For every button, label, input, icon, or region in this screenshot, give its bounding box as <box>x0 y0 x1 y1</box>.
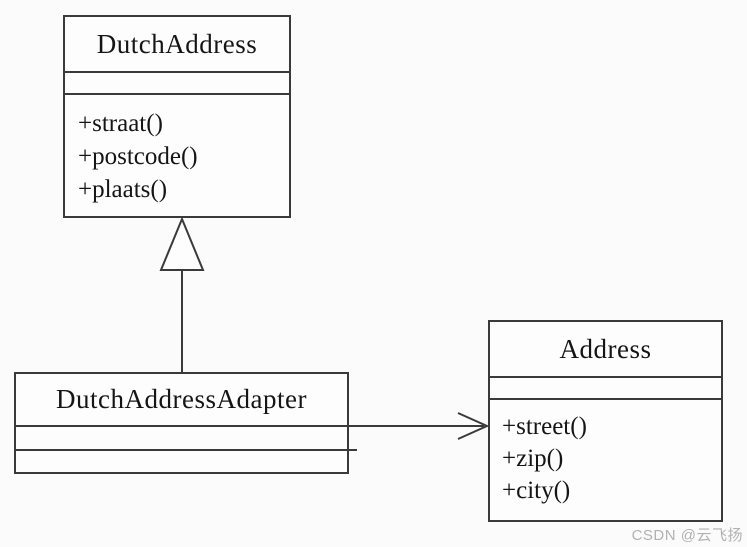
methods-compartment-dutchaddress: +straat() +postcode() +plaats() <box>65 95 289 216</box>
attributes-compartment-dutchaddress <box>65 73 289 95</box>
attributes-compartment-dutchaddressadapter <box>16 427 347 451</box>
class-box-dutchaddress: DutchAddress +straat() +postcode() +plaa… <box>63 15 291 218</box>
method-city: +city() <box>502 477 571 504</box>
association-arrowhead-icon <box>457 412 490 440</box>
method-postcode: +postcode() <box>78 143 198 170</box>
attributes-compartment-address <box>490 378 721 400</box>
class-name-address: Address <box>490 322 721 378</box>
csdn-watermark: CSDN @云飞扬 <box>631 527 743 544</box>
class-name-dutchaddressadapter: DutchAddressAdapter <box>16 374 347 427</box>
method-zip: +zip() <box>502 445 564 472</box>
generalization-triangle-icon <box>159 216 205 271</box>
association-arrow <box>349 412 490 440</box>
class-box-dutchaddressadapter: DutchAddressAdapter <box>14 372 349 474</box>
method-plaats: +plaats() <box>78 176 168 203</box>
method-street: +street() <box>502 413 587 440</box>
class-box-address: Address +street() +zip() +city() <box>488 320 723 522</box>
method-straat: +straat() <box>78 110 163 137</box>
methods-compartment-dutchaddressadapter <box>16 451 347 472</box>
class-name-dutchaddress: DutchAddress <box>65 17 289 73</box>
methods-compartment-address: +street() +zip() +city() <box>490 400 721 520</box>
generalization-arrow <box>159 216 205 372</box>
